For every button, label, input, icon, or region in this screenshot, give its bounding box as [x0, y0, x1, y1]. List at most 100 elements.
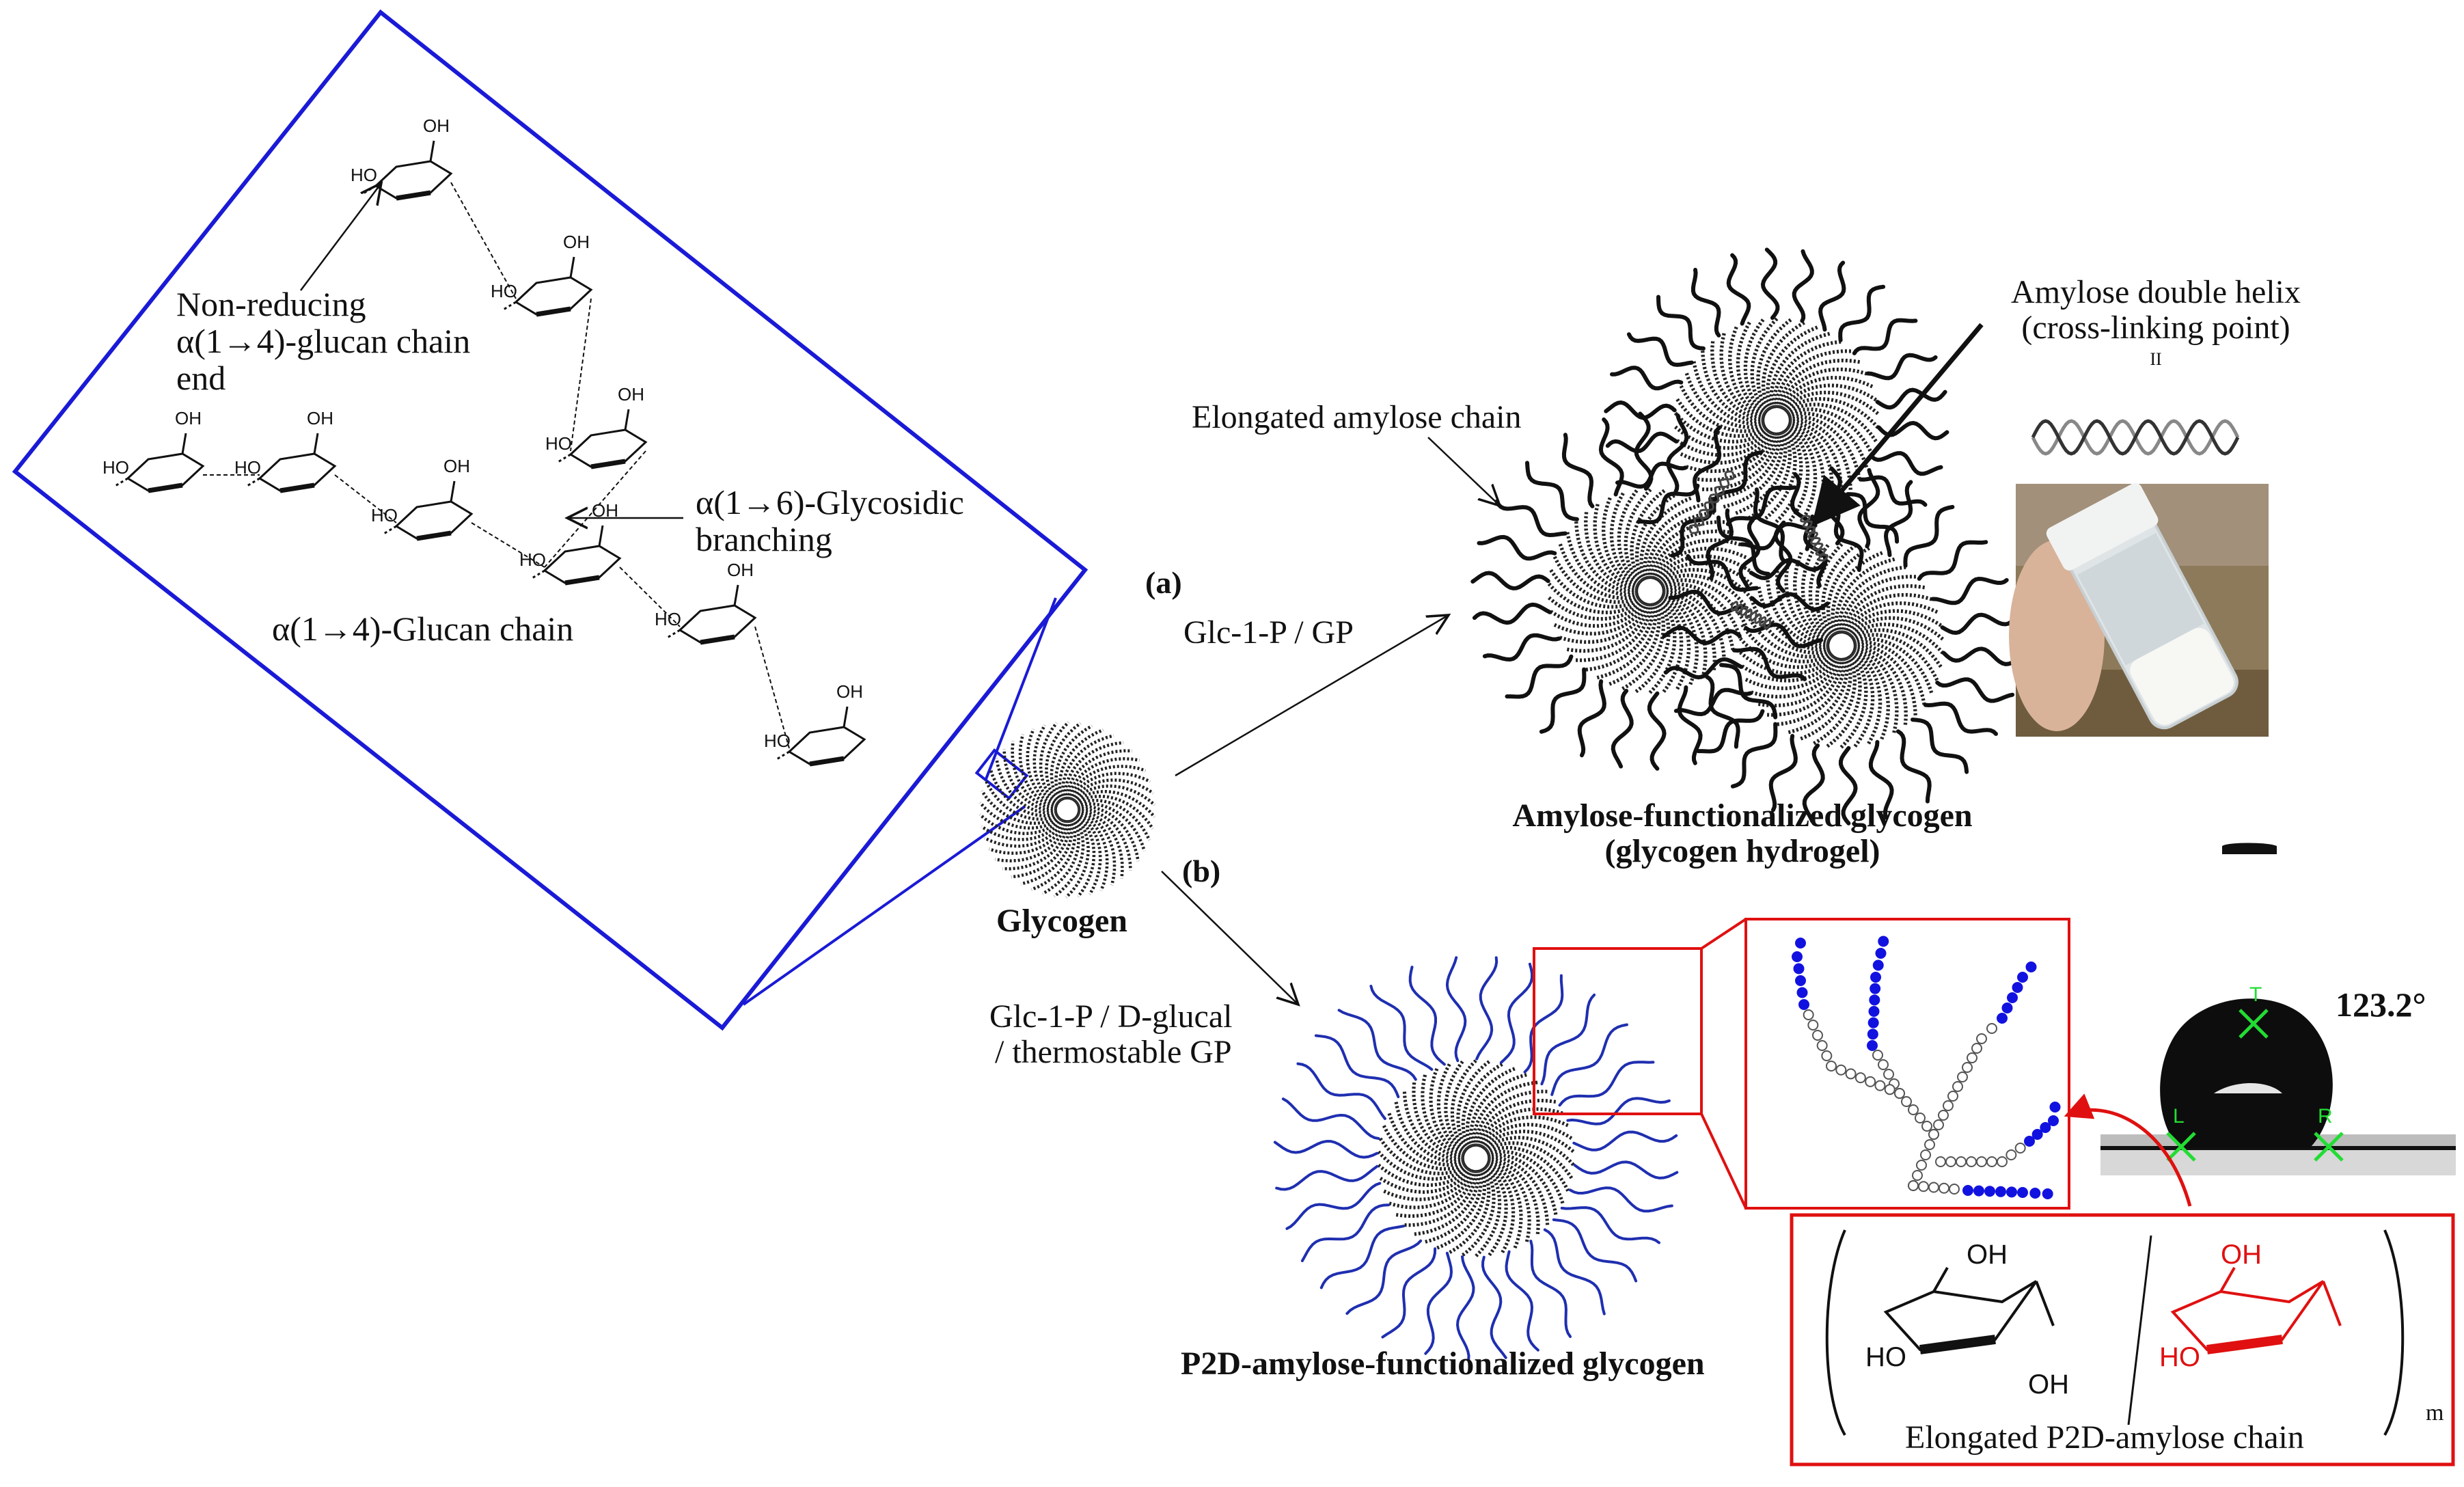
- repeat-unit-rings: [1883, 1267, 2342, 1354]
- sugar-ring: [556, 409, 648, 469]
- elongated-amylose-label: Elongated amylose chain: [1192, 399, 1522, 435]
- route-b-label: (b): [1182, 854, 1221, 888]
- elongated-amylose-arrow: [1427, 437, 1500, 506]
- inset-oh-atom: OH: [175, 408, 202, 428]
- p2d-zoom-line-bottom: [1700, 1113, 1747, 1209]
- zoom-line-upper: [985, 597, 1057, 780]
- branching-label: α(1→6)-Glycosidic branching: [696, 484, 964, 558]
- contact-angle-label: 123.2°: [2336, 985, 2426, 1024]
- route-b-reagents-line1: Glc-1-P / D-glucal: [989, 998, 1233, 1035]
- unit1-oh2: OH: [2028, 1369, 2069, 1400]
- equals-mark: II: [2150, 349, 2162, 369]
- bracket-left: [1825, 1229, 1846, 1436]
- hydrogel-label: Amylose-functionalized glycogen (glycoge…: [1462, 798, 2023, 869]
- unit-glucose: [1883, 1267, 2055, 1354]
- double-helix-line1: Amylose double helix: [2011, 274, 2301, 310]
- bead-branch-3b: [1997, 961, 2037, 1024]
- inset-oh-atom: OH: [443, 456, 470, 476]
- inset-ho-atom: HO: [655, 609, 681, 629]
- inset-oh-atom: OH: [618, 384, 644, 405]
- double-helix-line2: (cross-linking point): [2021, 309, 2290, 346]
- bead-stem: [1872, 1050, 1939, 1191]
- nonreducing-label: Non-reducing α(1→4)-glucan chain end: [176, 286, 470, 396]
- unit2-ho: HO: [2159, 1342, 2200, 1372]
- zoom-line-lower: [742, 805, 1026, 1006]
- inset-frame: [12, 9, 1089, 1031]
- sugar-ring: [245, 433, 337, 493]
- inset-ho-atom: HO: [545, 433, 572, 454]
- glucan-chain-label: α(1→4)-Glucan chain: [272, 610, 574, 648]
- nonreducing-arrow: [300, 183, 381, 291]
- sphere-glycogen: [978, 721, 1156, 899]
- marker-top: T: [2249, 983, 2262, 1006]
- sphere-right: [1738, 542, 1945, 750]
- sugar-ring: [382, 480, 474, 541]
- bead-branch-3: [1928, 1023, 1997, 1140]
- glycogen-label: Glycogen: [996, 903, 1127, 939]
- unit-p2d: [2170, 1267, 2342, 1354]
- bead-branch-2b: [1792, 938, 1809, 1010]
- subscript-m: m: [2426, 1400, 2444, 1425]
- glucan-structure: [113, 140, 866, 767]
- sphere-left: [1546, 487, 1754, 695]
- bead-branch-4b: [2024, 1102, 2061, 1147]
- branched-chain-beads: [1792, 936, 2061, 1199]
- bead-branch-1: [1867, 936, 1889, 1051]
- hydrogel-line2: (glycogen hydrogel): [1604, 832, 1880, 869]
- chains-sphere-top: [1604, 247, 1949, 593]
- inset-ho-atom: HO: [234, 457, 261, 478]
- sugar-ring: [113, 433, 205, 493]
- bead-branch-4: [1935, 1143, 2026, 1167]
- inset-ho-atom: HO: [351, 165, 377, 185]
- inset-oh-atom: OH: [836, 681, 863, 702]
- sphere-top: [1673, 316, 1880, 524]
- sugar-ring: [530, 525, 622, 586]
- chains-sphere-right: [1662, 466, 2021, 826]
- double-helix-arrow: [1811, 323, 1984, 527]
- unit-separator: [2127, 1235, 2152, 1425]
- hydrogel-line1: Amylose-functionalized glycogen: [1512, 797, 1973, 834]
- p2d-glycogen-label: P2D-amylose-functionalized glycogen: [1181, 1346, 1705, 1382]
- branching-line2: branching: [696, 520, 832, 558]
- nonreducing-line3: end: [176, 359, 226, 397]
- p2d-zoom-box: [1744, 918, 2070, 1210]
- inset-oh-atom: OH: [563, 232, 590, 252]
- hydrogel-vial-photo: [2009, 482, 2269, 737]
- marker-left: L: [2173, 1105, 2185, 1128]
- inset-ho-atom: HO: [519, 549, 546, 570]
- link-left-right: [1730, 601, 1772, 629]
- contact-angle-photo: [2100, 843, 2456, 1175]
- glycogen-spheres: [978, 316, 1945, 1259]
- bead-branch-5: [1908, 1180, 1960, 1195]
- hydrophobic-arrow: [2064, 1093, 2192, 1207]
- inset-oh-atom: OH: [307, 408, 333, 428]
- nonreducing-line2: α(1→4)-glucan chain: [176, 322, 471, 360]
- inset-ho-atom: HO: [371, 505, 398, 526]
- inset-oh-atom: OH: [727, 560, 754, 580]
- chains-p2d: [1273, 956, 1679, 1361]
- unit1-ho: HO: [1865, 1342, 1906, 1372]
- double-helix-icon: [2031, 419, 2240, 456]
- bracket-right: [2383, 1229, 2405, 1436]
- route-a-label: (a): [1145, 565, 1182, 600]
- inset-ho-atom: HO: [102, 457, 129, 478]
- inset-ho-atom: HO: [764, 731, 791, 751]
- link-top-right: [1799, 515, 1829, 562]
- inset-oh-atom: OH: [423, 115, 450, 136]
- route-b-reagents: Glc-1-P / D-glucal / thermostable GP: [989, 999, 1232, 1070]
- unit2-oh: OH: [2221, 1240, 2262, 1270]
- sugar-ring: [666, 584, 757, 645]
- branching-line1: α(1→6)-Glycosidic: [696, 483, 964, 521]
- bead-branch-2: [1803, 1009, 1905, 1099]
- marker-right: R: [2318, 1105, 2333, 1128]
- route-a-reagents: Glc-1-P / GP: [1183, 614, 1354, 651]
- double-helix-links: [1688, 470, 1829, 629]
- bead-branch-5b: [1962, 1185, 2053, 1199]
- sugar-ring: [502, 256, 593, 317]
- inset-oh-atom: OH: [592, 500, 618, 521]
- double-helix-label: Amylose double helix (cross-linking poin…: [1985, 275, 2327, 369]
- chains-sphere-left: [1470, 411, 1830, 771]
- p2d-zoom-line-top: [1700, 918, 1747, 950]
